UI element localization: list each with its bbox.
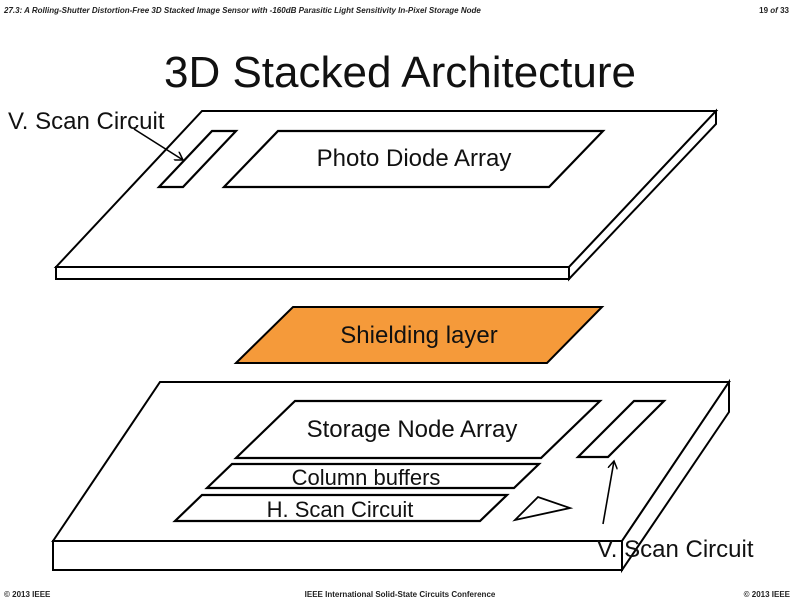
h-scan-circuit-label: H. Scan Circuit — [267, 497, 414, 522]
h-scan-circuit-block — [172, 493, 510, 523]
shielding-layer-block — [233, 306, 605, 364]
storage-node-array-label: Storage Node Array — [307, 416, 518, 443]
shielding-layer-label: Shielding layer — [340, 322, 497, 349]
bottom-v-scan-arrow — [602, 461, 614, 525]
bottom-slab-front-face — [52, 540, 623, 571]
bottom-v-scan-circuit-block — [575, 399, 667, 459]
triangle-symbol — [512, 495, 574, 522]
top-v-scan-circuit-block — [156, 129, 239, 189]
page-indicator: 19 of 33 — [759, 6, 789, 15]
bottom-v-scan-label: V. Scan Circuit — [597, 536, 754, 563]
top-v-scan-arrow — [133, 128, 183, 160]
footer-copyright-left: © 2013 IEEE — [4, 590, 51, 599]
photo-diode-array-block — [221, 129, 606, 189]
page-total: 33 — [780, 6, 789, 15]
page-current: 19 — [759, 6, 769, 15]
session-title: 27.3: A Rolling-Shutter Distortion-Free … — [4, 6, 481, 15]
storage-node-array-block — [233, 399, 603, 460]
bottom-slab-side-face — [621, 378, 730, 574]
top-slab-side-face — [568, 108, 717, 282]
column-buffers-block — [204, 462, 542, 490]
top-v-scan-label: V. Scan Circuit — [8, 108, 165, 135]
top-slab-front-face — [55, 266, 570, 280]
footer-copyright-right: © 2013 IEEE — [743, 590, 790, 599]
page-of: of — [770, 6, 778, 15]
footer-conference: IEEE International Solid-State Circuits … — [304, 590, 496, 599]
slide-title: 3D Stacked Architecture — [163, 48, 636, 97]
top-slab-edge-gap — [164, 131, 178, 145]
photo-diode-array-label: Photo Diode Array — [317, 145, 512, 172]
column-buffers-label: Column buffers — [292, 465, 441, 490]
bottom-slab-edge-gap — [629, 475, 644, 492]
